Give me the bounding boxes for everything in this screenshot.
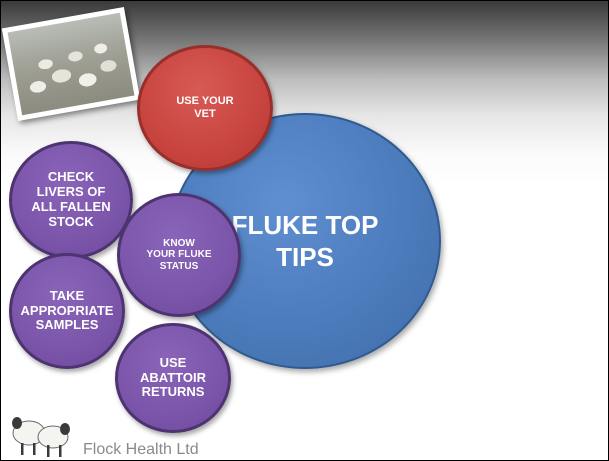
tip-take-samples: TAKE APPROPRIATE SAMPLES	[9, 253, 125, 369]
tip-line: CHECK	[47, 169, 95, 185]
sheep-logo-icon	[12, 417, 70, 457]
tip-line: KNOW	[163, 237, 195, 249]
center-title-line-2: TIPS	[276, 242, 334, 272]
tip-line: USE	[159, 354, 187, 370]
tip-line: ABATTOIR	[140, 369, 206, 385]
tip-line: LIVERS OF	[36, 184, 106, 200]
sheep-flock-image	[7, 12, 135, 116]
center-title-line-1: FLUKE TOP	[231, 209, 379, 240]
tip-line: USE YOUR	[176, 95, 234, 108]
tip-line: STATUS	[159, 260, 199, 272]
tip-line: STOCK	[48, 213, 94, 229]
tip-line: VET	[194, 108, 216, 120]
tip-use-your-vet: USE YOUR VET	[137, 45, 273, 171]
tip-line: RETURNS	[141, 384, 205, 400]
sheep-flock-photo	[1, 6, 141, 122]
tip-line: SAMPLES	[35, 317, 99, 333]
company-name: Flock Health Ltd	[83, 441, 199, 458]
tip-know-fluke-status: KNOW YOUR FLUKE STATUS	[117, 193, 241, 317]
tip-line: APPROPRIATE	[20, 302, 114, 318]
tip-line: TAKE	[49, 287, 85, 303]
tip-line: YOUR FLUKE	[146, 249, 212, 261]
tip-line: ALL FALLEN	[31, 199, 111, 214]
tip-use-abattoir-returns: USE ABATTOIR RETURNS	[115, 323, 231, 433]
tip-check-livers: CHECK LIVERS OF ALL FALLEN STOCK	[9, 141, 133, 259]
